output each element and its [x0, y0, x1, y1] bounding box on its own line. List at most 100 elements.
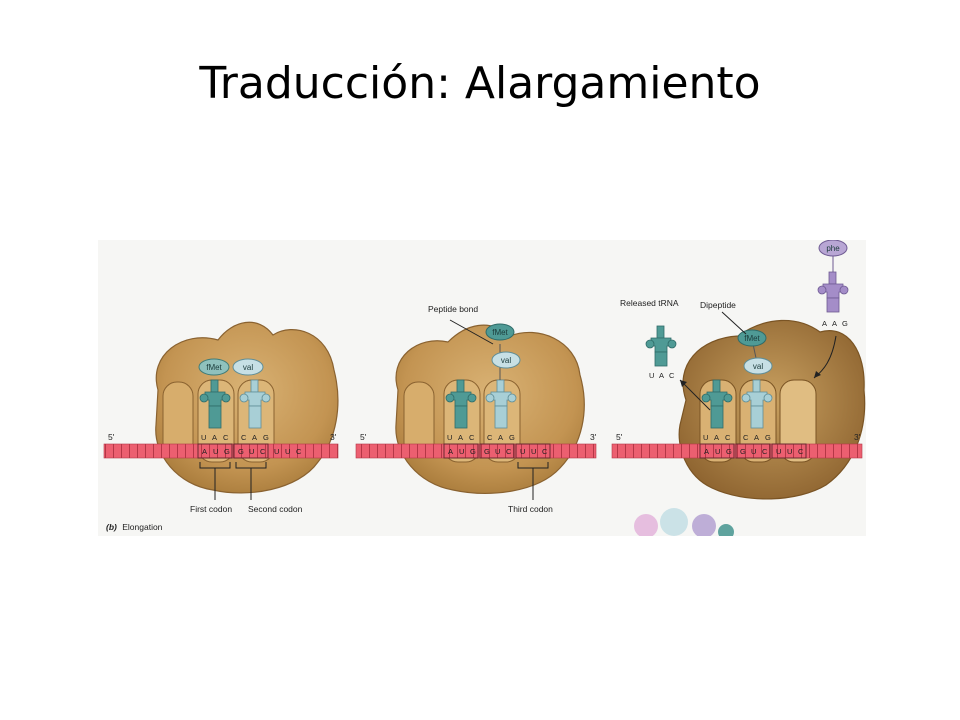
trna-val-icon	[239, 379, 271, 429]
svg-text:fMet: fMet	[492, 328, 508, 337]
incoming-trna-icon	[817, 271, 849, 313]
mrna-codons-1: A U G G U C U U C	[202, 447, 302, 456]
svg-text:G: G	[470, 447, 476, 456]
released-anticodon: U A C	[649, 371, 675, 380]
amino-bead-fmet-2	[485, 323, 515, 341]
svg-text:U: U	[274, 447, 279, 456]
svg-text:A: A	[754, 433, 759, 442]
mrna-codons-3: A U G G U C U U C	[704, 447, 804, 456]
svg-text:G: G	[842, 319, 848, 328]
dipeptide-label: Dipeptide	[700, 300, 736, 310]
svg-text:A: A	[458, 433, 463, 442]
third-codon-label: Third codon	[508, 504, 553, 514]
svg-text:A: A	[498, 433, 503, 442]
svg-text:5': 5'	[360, 432, 367, 442]
first-codon-label: First codon	[190, 504, 232, 514]
release-arrow-icon	[679, 379, 711, 411]
svg-text:C: C	[223, 433, 229, 442]
amino-bead-val-label: val	[243, 363, 253, 372]
released-trna-label: Released tRNA	[620, 298, 679, 308]
second-codon-label: Second codon	[248, 504, 303, 514]
svg-text:U: U	[715, 447, 720, 456]
released-trna-icon	[645, 325, 677, 367]
svg-text:U: U	[776, 447, 781, 456]
svg-text:U: U	[649, 371, 654, 380]
svg-text:5': 5'	[616, 432, 623, 442]
svg-text:G: G	[224, 447, 230, 456]
svg-text:U: U	[751, 447, 756, 456]
svg-text:U: U	[213, 447, 218, 456]
anticodons-1: U A C C A G	[201, 433, 269, 442]
svg-text:A: A	[212, 433, 217, 442]
svg-text:G: G	[740, 447, 746, 456]
svg-text:C: C	[743, 433, 749, 442]
elongation-figure: fMet val U A C C A G A U G G U C U U C 5…	[98, 240, 866, 536]
svg-text:U: U	[495, 447, 500, 456]
svg-text:phe: phe	[826, 244, 840, 253]
panel-3: fMet val Dipeptide Released tRNA U A C p…	[611, 240, 866, 536]
svg-text:A: A	[448, 447, 453, 456]
svg-text:G: G	[765, 433, 771, 442]
svg-text:A: A	[704, 447, 709, 456]
panel-1: fMet val U A C C A G A U G G U C U U C 5…	[103, 321, 339, 514]
svg-text:C: C	[506, 447, 512, 456]
svg-text:C: C	[669, 371, 675, 380]
svg-text:C: C	[725, 433, 731, 442]
figure-caption: (b) Elongation	[106, 522, 163, 532]
next-frame-fragment	[634, 508, 734, 536]
trna-fmet-3-icon	[701, 379, 733, 429]
svg-text:G: G	[263, 433, 269, 442]
incoming-anticodon: A A G	[822, 319, 848, 328]
peptide-bond-label: Peptide bond	[428, 304, 478, 314]
mrna-strand-2	[355, 443, 597, 459]
three-prime-label-1: 3'	[330, 432, 337, 442]
svg-text:fMet: fMet	[744, 334, 760, 343]
amino-bead-fmet-3	[737, 329, 767, 347]
svg-text:A: A	[659, 371, 664, 380]
svg-text:G: G	[726, 447, 732, 456]
svg-text:C: C	[798, 447, 804, 456]
trna-val-2-icon	[485, 379, 517, 429]
svg-text:U: U	[520, 447, 525, 456]
svg-text:U: U	[285, 447, 290, 456]
trna-val-3-icon	[741, 379, 773, 429]
svg-text:A: A	[714, 433, 719, 442]
svg-text:G: G	[238, 447, 244, 456]
svg-text:A: A	[822, 319, 827, 328]
amino-bead-val-3	[743, 357, 773, 375]
svg-text:A: A	[202, 447, 207, 456]
anticodons-3: U A C C A G	[703, 433, 771, 442]
svg-text:U: U	[703, 433, 708, 442]
trna-fmet-icon	[199, 379, 231, 429]
svg-text:U: U	[531, 447, 536, 456]
svg-text:val: val	[753, 362, 763, 371]
svg-text:U: U	[787, 447, 792, 456]
svg-text:3': 3'	[854, 432, 861, 442]
svg-text:C: C	[260, 447, 266, 456]
mrna-strand-3	[611, 443, 863, 459]
svg-text:G: G	[509, 433, 515, 442]
svg-text:A: A	[252, 433, 257, 442]
svg-text:C: C	[487, 433, 493, 442]
amino-bead-val-2	[491, 351, 521, 369]
amino-bead-fmet-label: fMet	[206, 363, 222, 372]
svg-text:val: val	[501, 356, 511, 365]
amino-bead-val	[232, 358, 264, 376]
svg-text:C: C	[762, 447, 768, 456]
svg-text:C: C	[469, 433, 475, 442]
anticodons-2: U A C C A G	[447, 433, 515, 442]
mrna-codons-2: A U G G U C U U C	[448, 447, 548, 456]
amino-bead-fmet	[198, 358, 230, 376]
svg-text:C: C	[241, 433, 247, 442]
five-prime-label-1: 5'	[108, 432, 115, 442]
mrna-strand-1	[103, 443, 339, 459]
svg-text:G: G	[484, 447, 490, 456]
svg-text:A: A	[832, 319, 837, 328]
svg-text:U: U	[201, 433, 206, 442]
svg-text:U: U	[447, 433, 452, 442]
svg-text:3': 3'	[590, 432, 597, 442]
svg-text:U: U	[249, 447, 254, 456]
trna-fmet-2-icon	[445, 379, 477, 429]
svg-text:C: C	[542, 447, 548, 456]
panel-2: fMet val Peptide bond U A C C A G A U G …	[355, 304, 597, 514]
